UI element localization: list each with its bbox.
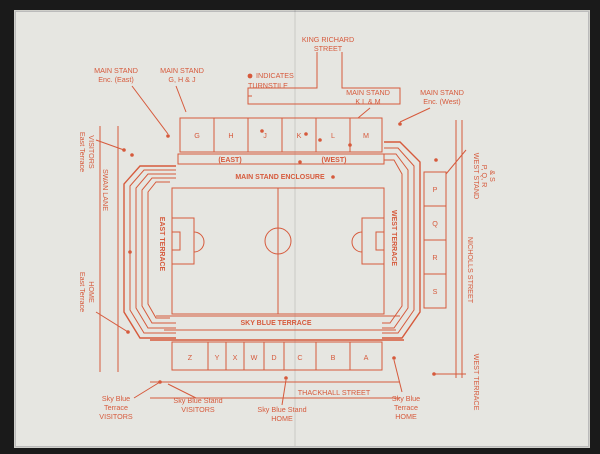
block-j: J — [263, 131, 267, 140]
label-sky-stand-visitors-2: VISITORS — [181, 405, 215, 414]
street-swan-lane: SWAN LANE — [101, 169, 110, 211]
label-main-klm-1: MAIN STAND — [346, 88, 390, 97]
west-stand-blocks — [423, 171, 447, 309]
enclosure-west: (WEST) — [322, 157, 347, 164]
label-main-enc-west-2: Enc. (West) — [423, 97, 460, 106]
sky-blue-terrace-label: SKY BLUE TERRACE — [240, 320, 311, 327]
label-main-enc-east-2: Enc. (East) — [98, 75, 134, 84]
label-sky-stand-visitors-1: Sky Blue Stand — [173, 396, 222, 405]
block-q: Q — [432, 219, 438, 228]
label-main-ghj-2: G, H & J — [168, 75, 196, 84]
block-g: G — [194, 131, 200, 140]
block-m: M — [363, 131, 369, 140]
pointer-sky-terrace-home — [393, 359, 403, 393]
block-s: S — [433, 287, 438, 296]
label-sky-terrace-visitors-1: Sky Blue — [102, 394, 130, 403]
street-thackhall: THACKHALL STREET — [298, 388, 371, 397]
swan-lane-road — [99, 126, 119, 372]
block-d: D — [271, 353, 276, 362]
block-c: C — [297, 353, 302, 362]
block-y: Y — [215, 353, 220, 362]
pointer-sky-stand-visitors — [167, 383, 197, 399]
turnstile-key-label-2: TURNSTILE — [248, 81, 288, 90]
pointer-main-klm — [357, 107, 371, 119]
label-west-terrace: WEST TERRACE — [472, 354, 481, 411]
label-main-enc-east-1: MAIN STAND — [94, 66, 138, 75]
west-terrace-bands — [382, 141, 421, 339]
main-stand-blocks — [179, 117, 383, 153]
label-east-visitors-2: VISITORS — [87, 135, 96, 169]
label-sky-terrace-home-2: Terrace — [394, 403, 418, 412]
enclosure-east: (EAST) — [218, 157, 241, 164]
east-terrace-label: EAST TERRACE — [158, 217, 165, 272]
label-sky-stand-home-1: Sky Blue Stand — [257, 405, 306, 414]
label-west-stand-1: WEST STAND — [472, 153, 481, 199]
label-main-enc-west-1: MAIN STAND — [420, 88, 464, 97]
block-b: B — [331, 353, 336, 362]
label-main-klm-2: K L & M — [355, 97, 380, 106]
pitch — [171, 187, 385, 315]
label-main-ghj-1: MAIN STAND — [160, 66, 204, 75]
pointer-west-stand — [445, 149, 467, 175]
label-sky-stand-home-2: HOME — [271, 414, 293, 423]
east-terrace-bands — [123, 165, 176, 339]
west-terrace-label: WEST TERRACE — [390, 210, 397, 266]
main-enclosure-bar — [177, 153, 385, 165]
label-west-stand-2: P, Q, R — [480, 165, 489, 188]
block-h: H — [228, 131, 233, 140]
street-king-richard-2: STREET — [314, 44, 343, 53]
block-a: A — [364, 353, 369, 362]
label-sky-terrace-home-3: HOME — [395, 412, 417, 421]
label-sky-terrace-visitors-3: VISITORS — [99, 412, 133, 421]
ticket-fold — [294, 10, 296, 446]
turnstile-key-label-1: INDICATES — [256, 71, 294, 80]
turnstile-key-dot — [247, 73, 253, 79]
label-east-home-1: East Terrace — [78, 272, 87, 312]
block-x: X — [233, 353, 238, 362]
pointer-main-ghj — [175, 85, 187, 113]
label-sky-terrace-visitors-2: Terrace — [104, 403, 128, 412]
sky-blue-terrace-bands — [150, 315, 404, 341]
nicholls-street-road — [455, 120, 463, 378]
pointer-sky-stand-home — [281, 379, 287, 406]
label-sky-terrace-home-1: Sky Blue — [392, 394, 420, 403]
pointer-sky-terrace-visitors — [133, 381, 161, 399]
street-king-richard-1: KING RICHARD — [302, 35, 354, 44]
ticket-card — [14, 10, 590, 448]
pointer-main-enc-west — [399, 107, 431, 123]
block-r: R — [432, 253, 437, 262]
label-east-visitors-1: East Terrace — [78, 132, 87, 172]
block-w: W — [251, 353, 258, 362]
block-k: K — [297, 131, 302, 140]
pointer-east-visitors — [95, 139, 125, 151]
block-p: P — [433, 185, 438, 194]
block-l: L — [331, 131, 335, 140]
main-stand-enclosure: MAIN STAND ENCLOSURE — [235, 174, 325, 181]
street-nicholls: NICHOLLS STREET — [466, 237, 475, 304]
label-east-home-2: HOME — [87, 281, 96, 303]
sky-blue-stand-blocks — [171, 341, 383, 371]
block-z: Z — [188, 353, 193, 362]
pointer-main-enc-east — [131, 85, 169, 135]
label-west-stand-3: & S — [488, 170, 497, 182]
pointer-east-home — [95, 311, 129, 333]
king-richard-street-road — [247, 52, 401, 105]
